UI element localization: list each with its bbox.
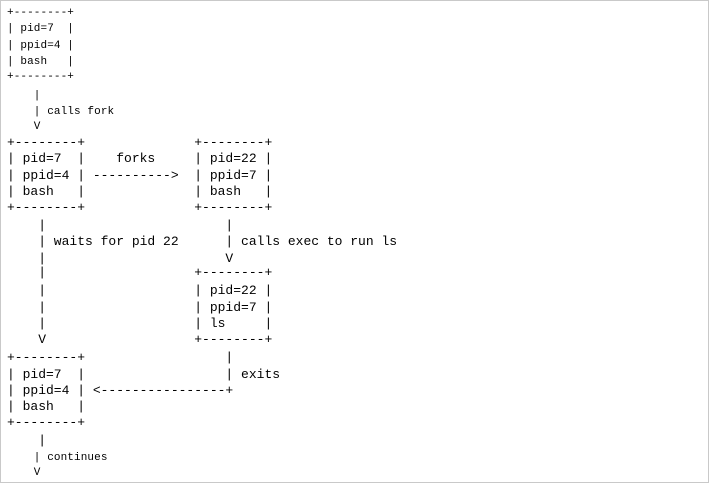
diagram-line: +--------+ +--------+: [7, 135, 273, 150]
diagram-line: | +--------+: [7, 265, 273, 280]
diagram-line: | pid=7 | | exits: [7, 367, 281, 382]
diagram-line: V: [7, 467, 41, 479]
diagram-line: | V: [7, 251, 234, 266]
diagram-line: | calls fork: [7, 106, 115, 118]
diagram-line: | | pid=22 |: [7, 283, 273, 298]
diagram-line: +--------+: [7, 7, 75, 19]
diagram-line: | waits for pid 22 | calls exec to run l…: [7, 234, 398, 249]
diagram-line: | ppid=4 | <----------------+: [7, 383, 234, 398]
diagram-line: | bash |: [7, 399, 86, 414]
diagram-line: | bash | | bash |: [7, 184, 273, 199]
diagram-line: | pid=7 |: [7, 23, 75, 35]
diagram-line: +--------+: [7, 71, 75, 83]
diagram-line: V +--------+: [7, 332, 273, 347]
diagram-line: | ppid=4 | ----------> | ppid=7 |: [7, 168, 273, 183]
diagram-line: | bash |: [7, 56, 75, 68]
diagram-line: | | ppid=7 |: [7, 300, 273, 315]
diagram-line: +--------+ |: [7, 350, 234, 365]
diagram-line: | ppid=4 |: [7, 40, 75, 52]
diagram-line: | continues: [7, 452, 108, 464]
diagram-line: | |: [7, 218, 234, 233]
diagram-line: | | ls |: [7, 316, 273, 331]
diagram-line: | pid=7 | forks | pid=22 |: [7, 151, 273, 166]
diagram-line: |: [7, 433, 47, 448]
diagram-line: +--------+ +--------+: [7, 200, 273, 215]
diagram-line: V: [7, 121, 41, 133]
diagram-line: |: [7, 90, 41, 102]
diagram-line: +--------+: [7, 415, 86, 430]
